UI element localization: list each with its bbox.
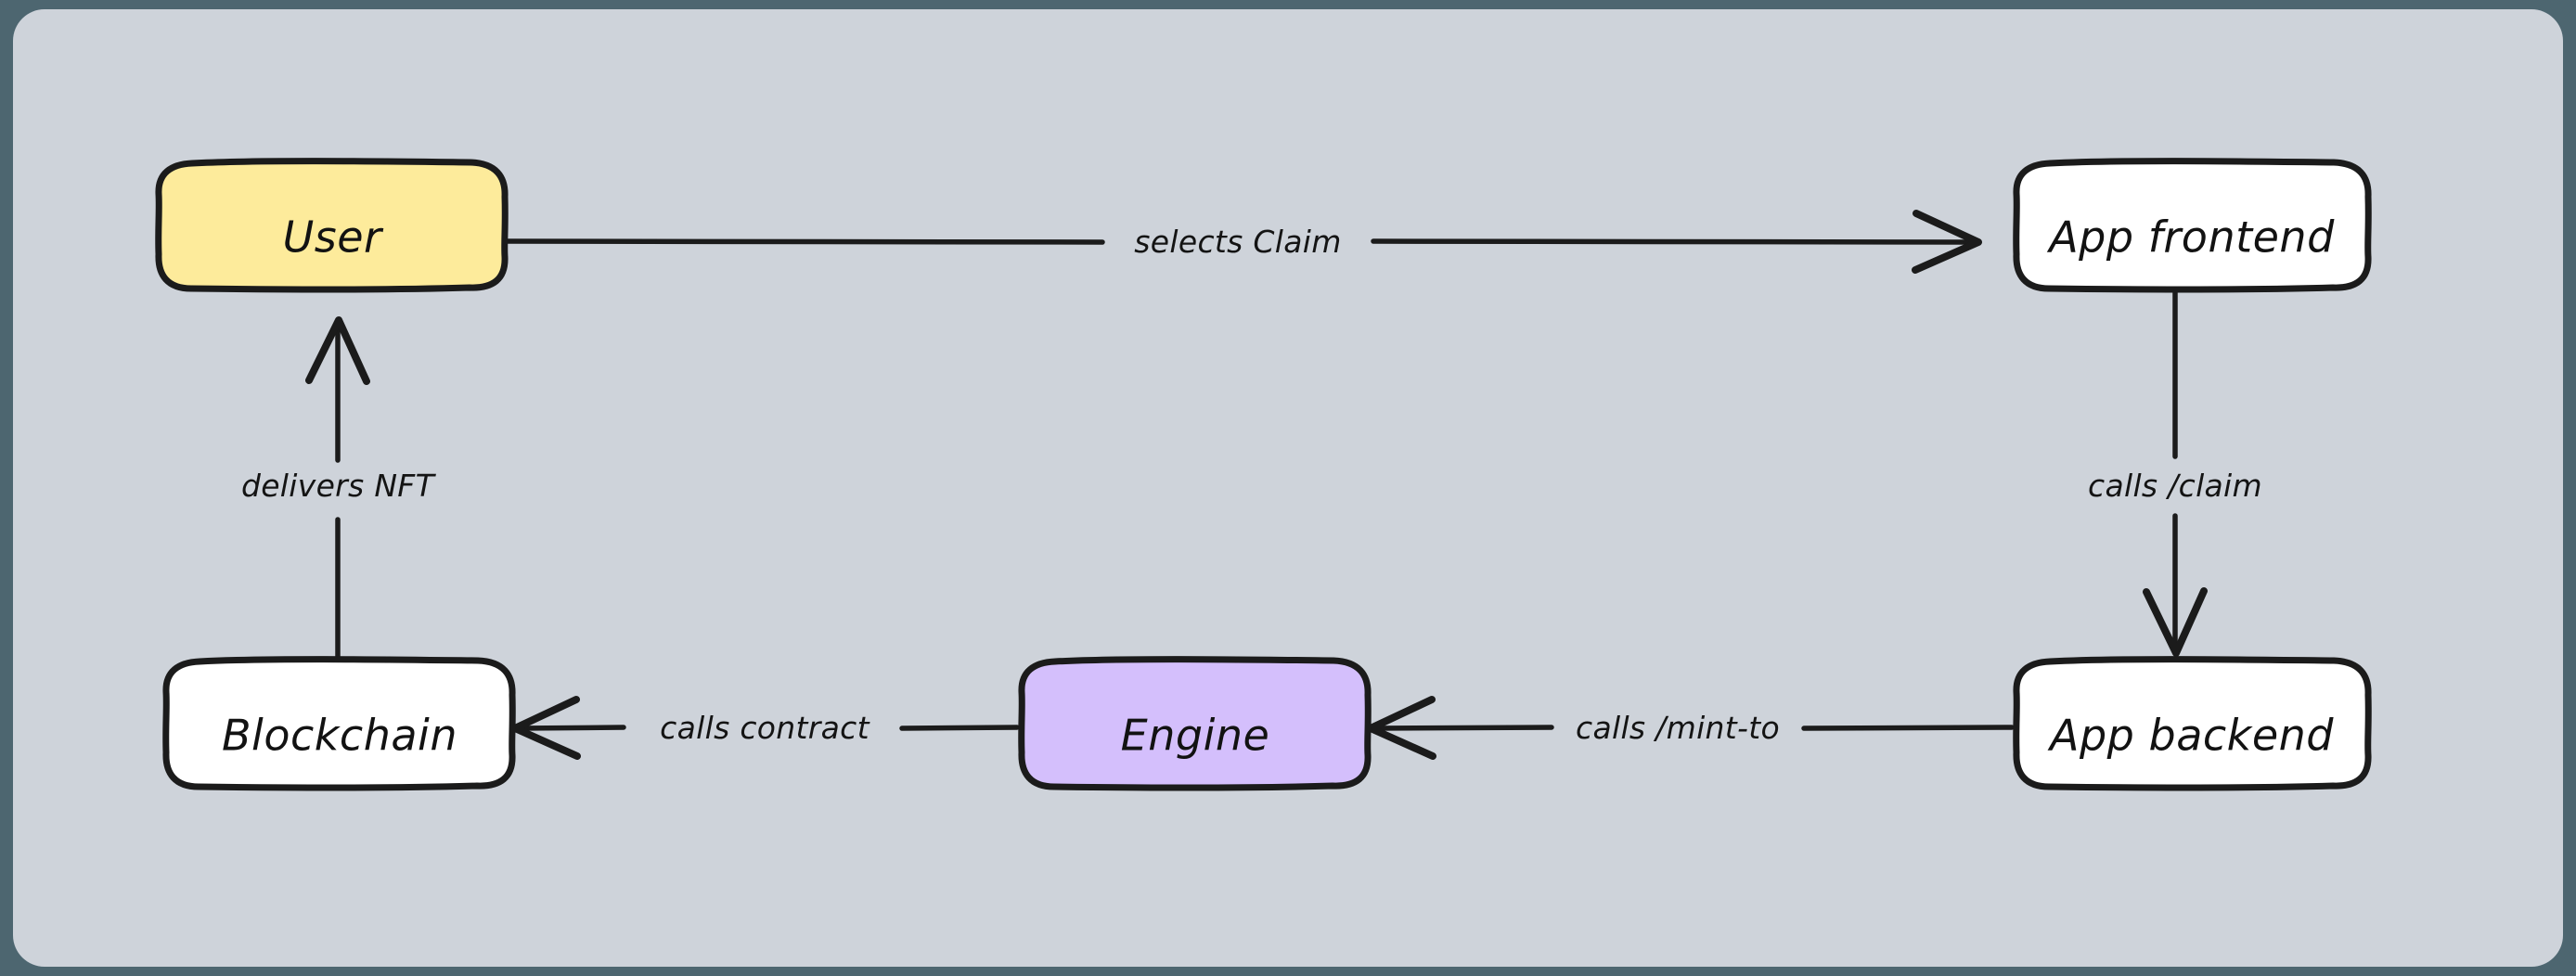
arrowhead-down-app-backend bbox=[2143, 587, 2208, 657]
node-app-frontend-fill bbox=[2016, 163, 2368, 288]
edge-label-calls-contract: calls contract bbox=[660, 710, 869, 746]
node-user[interactable]: User bbox=[155, 158, 509, 293]
edge-line-selects-claim bbox=[504, 238, 1977, 245]
node-blockchain-label: Blockchain bbox=[222, 711, 457, 761]
node-user-border bbox=[155, 158, 509, 293]
node-user-fill bbox=[159, 163, 505, 288]
edge-label-selects-claim: selects Claim bbox=[1134, 224, 1341, 260]
edge-line-calls-mint-to bbox=[1371, 725, 2015, 731]
node-engine-fill bbox=[1022, 661, 1368, 786]
node-app-frontend[interactable]: App frontend bbox=[2013, 158, 2372, 293]
edge-label-calls-claim: calls /claim bbox=[2088, 468, 2262, 504]
node-app-frontend-label: App frontend bbox=[2046, 212, 2335, 263]
node-engine[interactable]: Engine bbox=[1018, 656, 1372, 791]
edge-app-frontend-to-app-backend: calls /claim bbox=[2088, 287, 2262, 657]
node-app-backend-fill bbox=[2016, 661, 2368, 786]
edge-label-delivers-nft: delivers NFT bbox=[241, 468, 437, 504]
arrowhead-right-app-frontend bbox=[1912, 210, 1982, 274]
arrowhead-up-user bbox=[305, 316, 370, 385]
node-app-backend-border bbox=[2013, 656, 2372, 791]
edge-blockchain-to-user: delivers NFT bbox=[241, 316, 437, 660]
edge-app-backend-to-engine: calls /mint-to bbox=[1367, 696, 2015, 760]
node-blockchain-border bbox=[162, 656, 516, 791]
edge-label-calls-mint-to: calls /mint-to bbox=[1576, 710, 1780, 746]
node-blockchain-fill bbox=[166, 661, 512, 786]
node-app-backend-label: App backend bbox=[2047, 711, 2334, 761]
node-app-backend[interactable]: App backend bbox=[2013, 656, 2372, 791]
edge-line-calls-contract bbox=[515, 725, 1020, 731]
node-user-label: User bbox=[283, 212, 384, 263]
node-app-frontend-border bbox=[2013, 158, 2372, 293]
node-engine-label: Engine bbox=[1121, 711, 1270, 761]
edge-engine-to-blockchain: calls contract bbox=[511, 696, 1020, 760]
node-blockchain[interactable]: Blockchain bbox=[162, 656, 516, 791]
edge-user-to-app-frontend: selects Claim bbox=[504, 210, 1982, 274]
node-engine-border bbox=[1018, 656, 1372, 791]
